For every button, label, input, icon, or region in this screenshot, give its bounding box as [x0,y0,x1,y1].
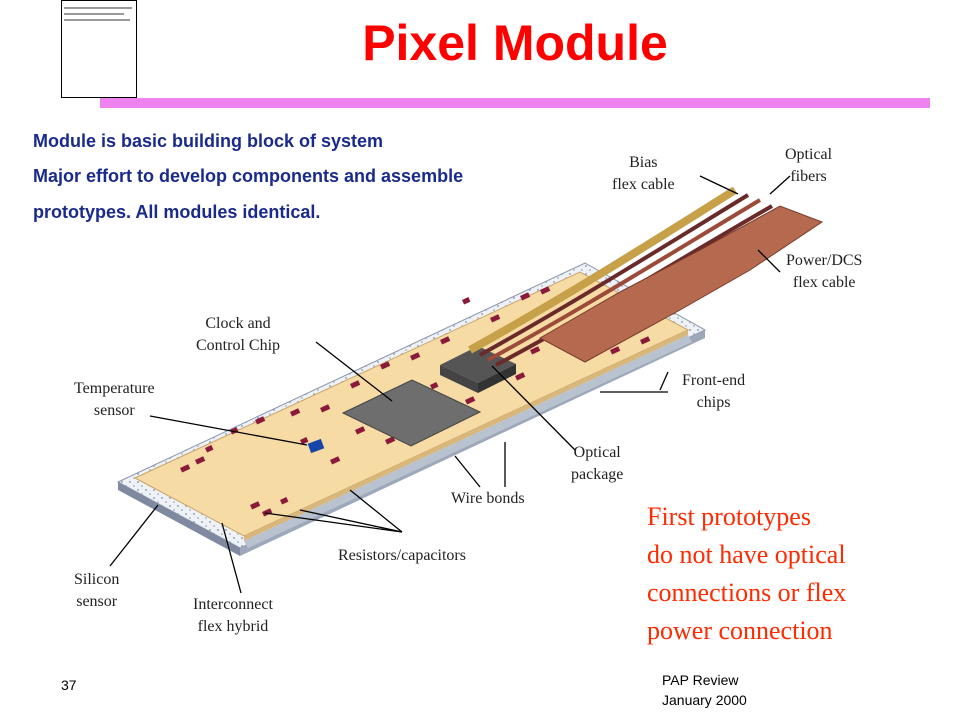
sensor-side-edge [118,482,240,556]
document-stamp-box [61,0,137,98]
label-resistors-capacitors: Resistors/capacitors [338,547,466,564]
label-silicon-sensor: Silicon sensor [74,571,120,610]
bias-flex-cable [468,186,738,354]
label-optical-package: Optical package [571,444,624,483]
optical-fiber-1 [479,193,750,357]
bullet-line-1: Module is basic building block of system [33,131,384,151]
optical-package-side [440,365,478,393]
page-number: 37 [61,677,77,693]
footer-event: PAP Review January 2000 [662,672,747,708]
label-temperature-sensor: Temperature sensor [74,380,155,419]
slide-title: Pixel Module [362,15,668,71]
label-front-end-chips: Front-end chips [682,372,746,411]
optical-package-front [478,364,516,393]
label-wire-bonds: Wire bonds [451,490,525,507]
prototype-note: First prototypes do not have optical con… [647,502,847,645]
bullet-line-2: Major effort to develop components and a… [33,166,464,186]
bullet-line-3: prototypes. All modules identical. [33,202,321,222]
label-bias-flex-cable: Bias flex cable [612,154,675,193]
label-optical-fibers: Optical fibers [785,146,833,185]
label-power-dcs-flex-cable: Power/DCS flex cable [786,252,863,291]
power-dcs-flex-cable [538,205,824,363]
optical-fiber-2 [487,198,762,362]
clock-control-chip [341,379,482,447]
temperature-sensor [307,438,325,454]
label-clock-control-chip: Clock and Control Chip [196,315,281,354]
label-interconnect-flex-hybrid: Interconnect flex hybrid [193,596,273,635]
flex-hybrid-front-edge [244,330,688,541]
leader-lines [109,175,791,594]
title-divider [100,98,930,108]
